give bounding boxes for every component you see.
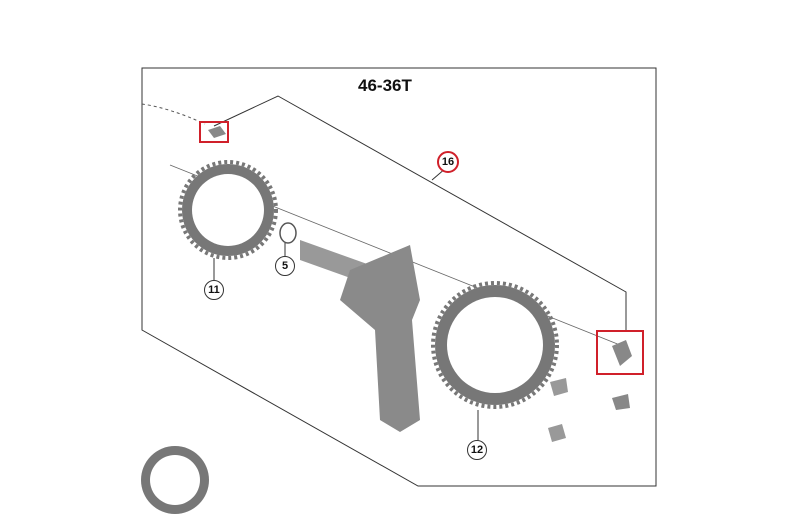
- chainring-36t: [178, 160, 278, 260]
- diagram-title: 46-36T: [358, 76, 412, 95]
- callout-12[interactable]: 12: [467, 440, 487, 460]
- crank-arm: [300, 240, 420, 432]
- highlight-box-bolt-small: [199, 121, 229, 143]
- callout-11[interactable]: 11: [204, 280, 224, 300]
- chainring-46t: [431, 281, 559, 409]
- callout-16[interactable]: 16: [437, 151, 459, 173]
- highlight-box-bolt-large: [596, 330, 644, 375]
- callout-5[interactable]: 5: [275, 256, 295, 276]
